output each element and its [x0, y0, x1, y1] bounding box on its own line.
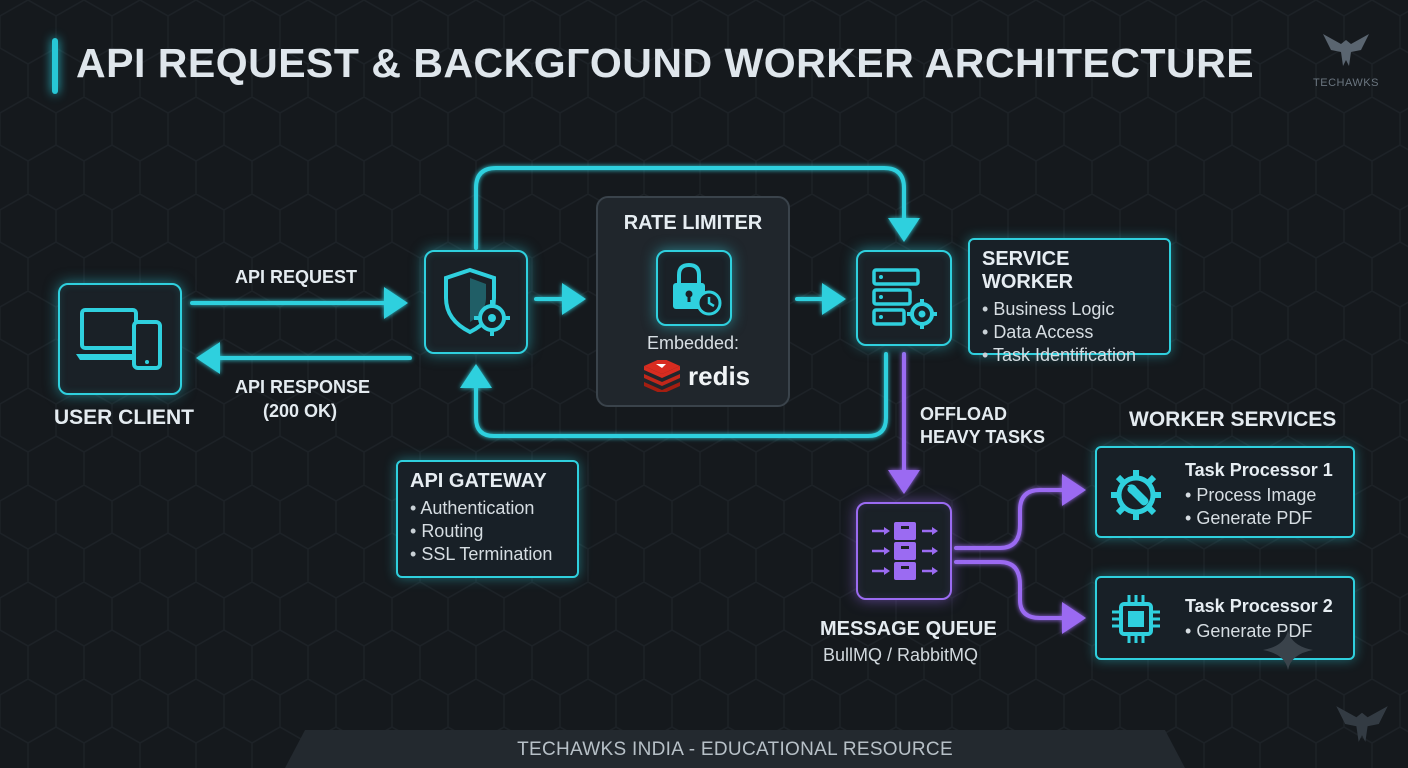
offload-label-2: HEAVY TASKS [920, 427, 1046, 447]
rate-limiter-box[interactable]: RATE LIMITER Embedded: redis [596, 196, 790, 407]
user-client-label: USER CLIENT [54, 406, 195, 429]
task-processor-2-title: Task Processor 2 [1185, 596, 1333, 616]
worker-services-heading: WORKER SERVICES [1129, 408, 1337, 431]
service-worker-panel: SERVICE WORKER Business Logic Data Acces… [968, 238, 1171, 365]
shield-gear-icon [444, 267, 510, 336]
api-gateway-item: Authentication [410, 497, 565, 520]
lock-clock-icon [673, 262, 722, 316]
task-processor-1-title: Task Processor 1 [1185, 460, 1333, 480]
rate-limiter-title: RATE LIMITER [623, 212, 763, 234]
user-client-node[interactable] [58, 283, 182, 395]
api-gateway-node[interactable] [424, 250, 528, 354]
devices-icon [76, 308, 162, 370]
embedded-label: Embedded: [646, 333, 740, 353]
api-gateway-title: API GATEWAY [410, 470, 547, 492]
hawk-logo-icon [1323, 34, 1369, 66]
message-queue-node[interactable] [856, 502, 952, 600]
message-queue-label: MESSAGE QUEUE [820, 618, 997, 640]
footer-text: TECHAWKS INDIA - EDUCATIONAL RESOURCE [517, 739, 953, 760]
footer-banner: TECHAWKS INDIA - EDUCATIONAL RESOURCE [285, 730, 1185, 768]
title-accent-bar [52, 38, 58, 94]
api-gateway-item: SSL Termination [410, 543, 565, 566]
brand-logo: TECHAWKS [1306, 30, 1386, 89]
page-title: API REQUEST & BACKGГOUND WORKER ARCHITEC… [76, 40, 1255, 86]
api-request-label: API REQUEST [235, 267, 358, 287]
bypass-top-arrow [474, 166, 920, 250]
brand-logo-bottom [1334, 701, 1390, 752]
redis-icon [644, 360, 680, 392]
service-worker-item: Data Access [982, 321, 1157, 344]
server-gear-icon [872, 268, 937, 329]
queue-to-processor2-arrow [954, 560, 1086, 634]
hawk-logo-icon [1336, 706, 1388, 742]
service-worker-item: Business Logic [982, 298, 1157, 321]
brand-name: TECHAWKS [1313, 77, 1379, 89]
api-gateway-panel: API GATEWAY Authentication Routing SSL T… [396, 460, 579, 578]
service-worker-item: Task Identification [982, 344, 1157, 367]
queue-to-processor1-arrow [954, 474, 1086, 550]
redis-logo: redis [642, 360, 750, 392]
service-worker-title: SERVICE WORKER [982, 248, 1074, 293]
queue-icon [872, 522, 938, 580]
redis-label: redis [688, 360, 751, 391]
api-gateway-item: Routing [410, 520, 565, 543]
offload-label: OFFLOAD [920, 404, 1007, 424]
api-response-status: (200 OK) [263, 401, 338, 421]
task-processor-1-item: Generate PDF [1185, 507, 1316, 530]
task-processor-1-item: Process Image [1185, 484, 1316, 507]
task-processor-2-item: Generate PDF [1185, 620, 1312, 643]
message-queue-sub: BullMQ / RabbitMQ [823, 645, 979, 665]
sparkle-icon [1263, 630, 1313, 670]
chip-icon [1112, 595, 1160, 643]
lock-clock-icon-box [656, 250, 732, 326]
task-processor-2[interactable]: Task Processor 2 Generate PDF [1095, 576, 1355, 670]
api-response-label: API RESPONSE [235, 377, 371, 397]
return-bottom-arrow [460, 352, 888, 438]
service-worker-node[interactable] [856, 250, 952, 346]
task-processor-1[interactable]: Task Processor 1 Process Image Generate … [1095, 446, 1355, 538]
gear-wrench-icon [1111, 470, 1161, 520]
